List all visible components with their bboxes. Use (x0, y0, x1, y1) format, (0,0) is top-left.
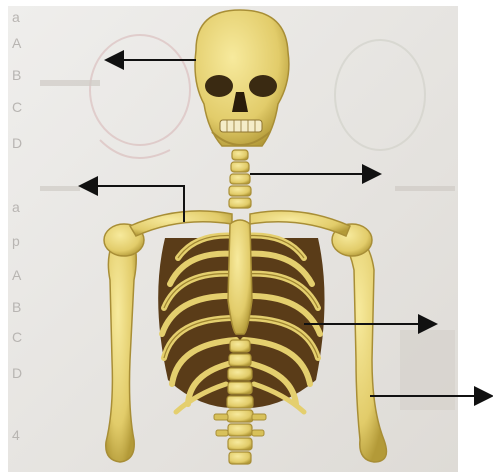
svg-text:4: 4 (12, 427, 20, 443)
svg-text:A: A (12, 35, 22, 51)
svg-text:D: D (12, 365, 22, 381)
svg-text:p: p (12, 233, 20, 249)
svg-text:A: A (12, 267, 22, 283)
svg-text:B: B (12, 299, 21, 315)
svg-text:a: a (12, 199, 20, 215)
svg-text:B: B (12, 67, 21, 83)
svg-text:C: C (12, 99, 22, 115)
sternum (228, 220, 252, 334)
svg-text:D: D (12, 135, 22, 151)
svg-text:C: C (12, 329, 22, 345)
svg-text:a: a (12, 9, 20, 25)
